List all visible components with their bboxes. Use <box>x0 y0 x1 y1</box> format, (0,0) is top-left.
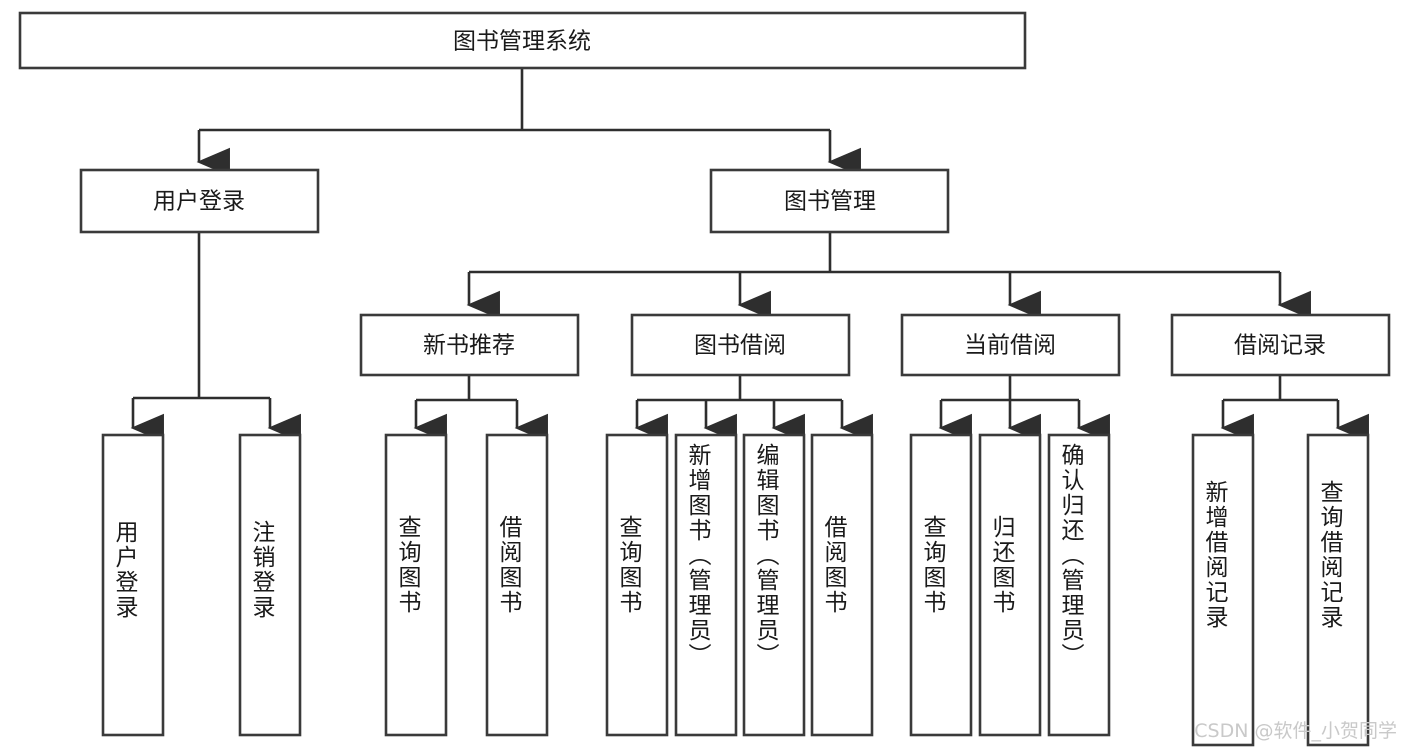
node-root[interactable] <box>18 11 1027 70</box>
leaf-current-borrow-0[interactable] <box>909 433 973 737</box>
leaf-book-borrow-2[interactable] <box>742 433 806 737</box>
node-current-borrow[interactable] <box>900 313 1121 377</box>
leaf-book-borrow-1[interactable] <box>674 433 738 737</box>
node-new-book-recommend-label: 新书推荐 <box>423 333 515 359</box>
node-root-label: 图书管理系统 <box>453 29 591 55</box>
leaf-new-book-0[interactable] <box>384 433 448 737</box>
node-book-manage[interactable] <box>709 168 950 234</box>
leaf-borrow-record-0[interactable] <box>1191 433 1255 747</box>
node-book-borrow[interactable] <box>630 313 851 377</box>
node-book-manage-label: 图书管理 <box>784 189 876 215</box>
node-borrow-record-label: 借阅记录 <box>1234 333 1326 359</box>
node-user-login[interactable] <box>79 168 320 234</box>
leaf-current-borrow-1[interactable] <box>978 433 1042 737</box>
leaf-book-borrow-3[interactable] <box>810 433 874 737</box>
leaf-book-borrow-0[interactable] <box>605 433 669 737</box>
node-current-borrow-label: 当前借阅 <box>964 333 1056 359</box>
node-new-book-recommend[interactable] <box>359 313 580 377</box>
leaf-user-login-0[interactable] <box>101 433 165 737</box>
leaf-new-book-1[interactable] <box>485 433 549 737</box>
node-borrow-record[interactable] <box>1170 313 1391 377</box>
leaf-borrow-record-1[interactable] <box>1306 433 1370 747</box>
leaf-current-borrow-2[interactable] <box>1047 433 1111 737</box>
node-user-login-label: 用户登录 <box>153 189 245 215</box>
node-book-borrow-label: 图书借阅 <box>694 333 786 359</box>
leaf-user-login-1[interactable] <box>238 433 302 737</box>
